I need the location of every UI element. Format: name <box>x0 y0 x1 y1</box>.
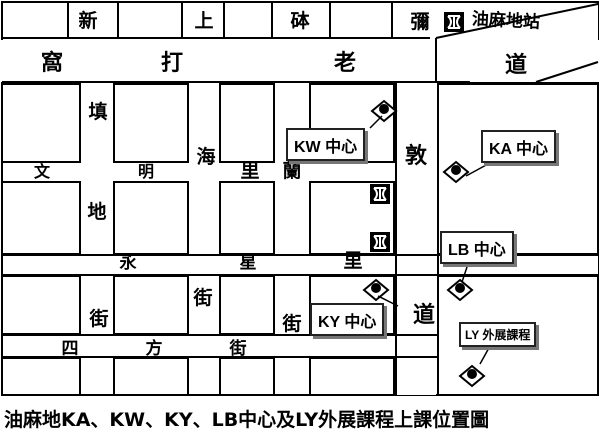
mtr-logo-icon <box>370 184 390 204</box>
label-kai-bottom: 街 <box>229 338 247 359</box>
label-man: 文 <box>34 162 51 181</box>
pin-icon <box>362 278 390 302</box>
mtr-logo-icon <box>444 12 464 32</box>
location-markers <box>362 99 486 388</box>
block <box>1 357 81 396</box>
label-waterloo-4: 道 <box>505 52 527 78</box>
station-name: 油麻地站 <box>471 9 541 33</box>
label-tin: 填 <box>88 100 107 123</box>
lb-centre-label: LB 中心 <box>440 231 514 264</box>
block <box>1 181 81 255</box>
mtr-icons <box>370 12 464 252</box>
block <box>309 357 395 396</box>
label-lei: 里 <box>240 160 259 182</box>
city-blocks <box>1 1 599 396</box>
block <box>219 275 275 335</box>
label-fong: 方 <box>146 338 163 359</box>
label-wing: 永 <box>119 252 137 273</box>
label-lan-lei: 里 <box>343 250 362 272</box>
label-hoi: 海 <box>196 145 215 168</box>
block <box>113 357 189 396</box>
ka-centre-label: KA 中心 <box>481 130 556 163</box>
label-shanghai-4: 彌 <box>410 11 429 33</box>
block <box>1 83 81 163</box>
kw-centre-label: KW 中心 <box>286 128 366 161</box>
label-kai-mid: 街 <box>192 286 212 309</box>
label-tun: 敦 <box>405 143 428 169</box>
label-kai-lower: 街 <box>281 312 301 335</box>
block <box>219 181 275 255</box>
pin-icon <box>446 278 474 302</box>
label-sing: 星 <box>240 253 257 273</box>
block <box>113 275 189 335</box>
pin-icon <box>458 364 486 388</box>
label-tei: 地 <box>87 200 106 223</box>
road-labels: 新 上 砵 彌 窩 打 老 道 填 地 街 文 明 海 里 蘭 里 敦 道 永 … <box>34 9 527 359</box>
pin-icon <box>442 160 470 184</box>
ky-centre-label: KY 中心 <box>310 303 385 336</box>
label-waterloo-2: 打 <box>161 51 183 76</box>
ly-programme-label: LY 外展課程 <box>459 322 537 347</box>
block <box>223 1 273 39</box>
block <box>1 275 81 335</box>
label-shanghai-2: 上 <box>194 10 213 32</box>
label-kai-left: 街 <box>88 307 108 330</box>
label-shanghai-3: 砵 <box>290 10 310 32</box>
map-caption: 油麻地KA、KW、KY、LB中心及LY外展課程上課位置圖 <box>4 409 490 431</box>
block <box>219 83 275 163</box>
label-sei: 四 <box>62 339 79 359</box>
pin-icon <box>370 99 398 123</box>
block <box>113 181 189 255</box>
label-ming: 明 <box>138 162 154 181</box>
block <box>1 1 69 39</box>
label-shanghai-1: 新 <box>78 9 97 32</box>
block <box>329 1 393 39</box>
label-waterloo-3: 老 <box>333 51 356 76</box>
block <box>117 1 183 39</box>
label-waterloo-1: 窩 <box>41 50 63 76</box>
block <box>113 83 189 163</box>
block <box>219 357 275 396</box>
label-tou-bottom: 道 <box>413 302 435 328</box>
label-lan: 蘭 <box>282 160 301 182</box>
mtr-logo-icon <box>370 232 390 252</box>
